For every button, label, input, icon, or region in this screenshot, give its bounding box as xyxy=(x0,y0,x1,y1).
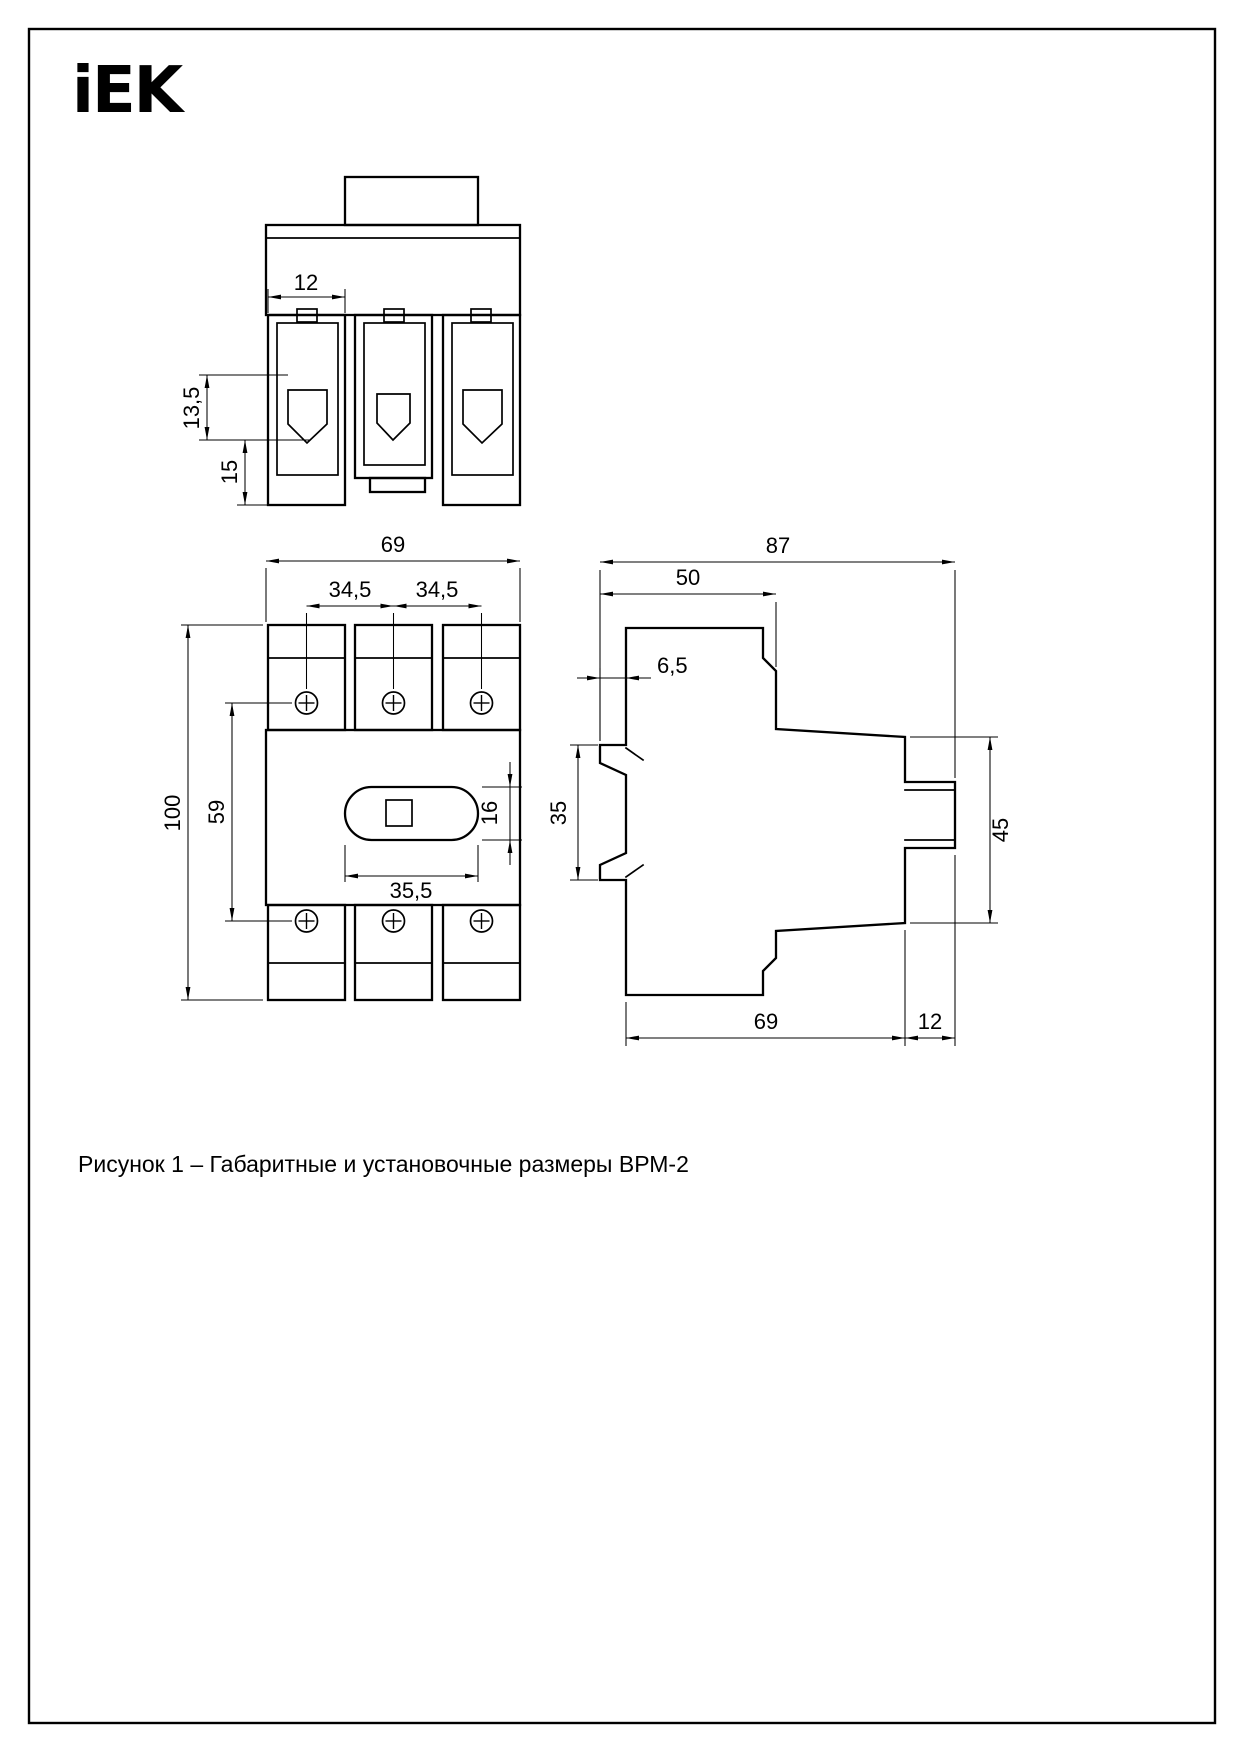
dim-front-height: 45 xyxy=(988,818,1013,842)
dim-overall-height: 100 xyxy=(160,795,185,832)
dim-body-depth: 69 xyxy=(754,1009,778,1034)
side-view: 87 50 6,5 35 45 69 xyxy=(546,533,1013,1046)
front-view: 69 34,5 34,5 100 59 16 xyxy=(160,532,522,1002)
dim-overall-width: 69 xyxy=(381,532,405,557)
dim-upper-depth: 50 xyxy=(676,565,700,590)
dim-handle-protrusion: 12 xyxy=(918,1009,942,1034)
dim-clamp-height: 15 xyxy=(217,460,242,484)
top-view-outline xyxy=(264,175,522,507)
brand-logo: iEK xyxy=(72,54,186,128)
side-view-dimensions: 87 50 6,5 35 45 69 xyxy=(546,533,1013,1046)
top-view-dimensions: 12 13,5 15 xyxy=(179,270,346,506)
dim-clamp-depth: 13,5 xyxy=(179,387,204,430)
top-view: 12 13,5 15 xyxy=(179,175,522,507)
dim-rail-flange: 6,5 xyxy=(657,653,688,678)
dim-slot-width: 35,5 xyxy=(390,878,433,903)
dim-slot-height: 16 xyxy=(477,801,502,825)
page-border xyxy=(27,27,1217,1725)
dim-pole-pitch-right: 34,5 xyxy=(416,577,459,602)
front-view-dimensions: 69 34,5 34,5 100 59 16 xyxy=(160,532,522,1001)
figure-caption: Рисунок 1 – Габаритные и установочные ра… xyxy=(78,1151,689,1177)
side-view-outline xyxy=(598,626,957,997)
dim-pole-width: 12 xyxy=(294,270,318,295)
dim-din-rail-width: 35 xyxy=(546,801,571,825)
dim-overall-depth: 87 xyxy=(766,533,790,558)
dim-pole-pitch-left: 34,5 xyxy=(329,577,372,602)
dim-screw-span: 59 xyxy=(204,800,229,824)
